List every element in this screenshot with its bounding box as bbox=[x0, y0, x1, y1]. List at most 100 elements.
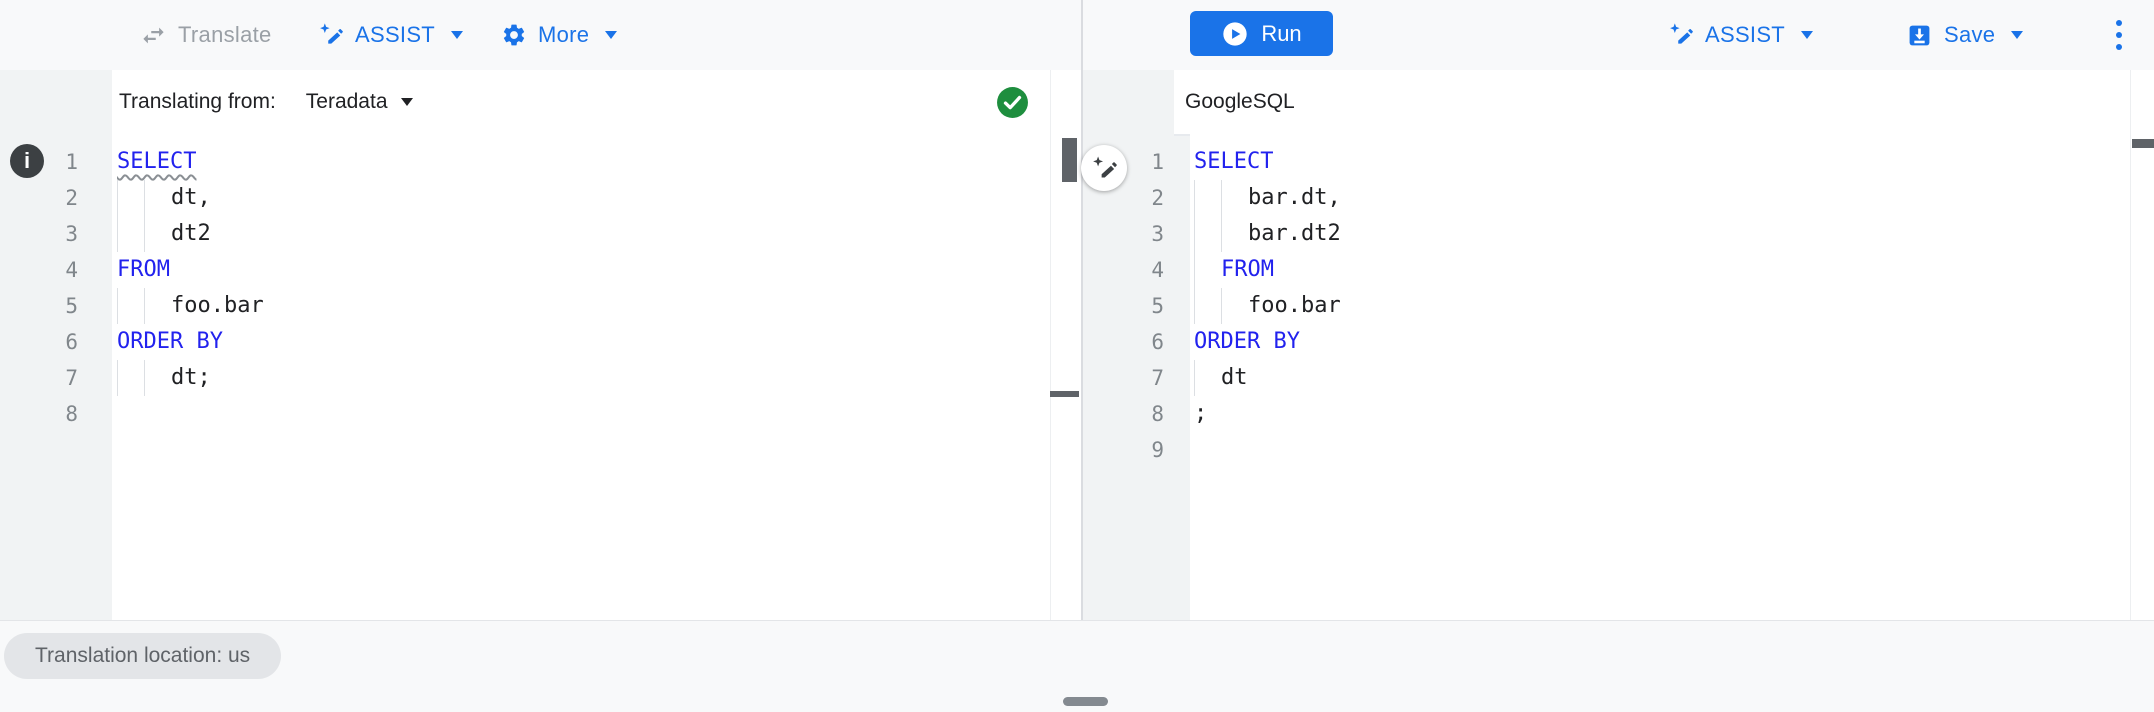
code-line[interactable]: ORDER BY bbox=[1194, 324, 2154, 360]
right-scrollbar-thumb[interactable] bbox=[2132, 139, 2154, 148]
save-menu[interactable]: Save bbox=[1906, 0, 2024, 70]
check-circle-icon bbox=[996, 86, 1029, 119]
assist-floating-button[interactable] bbox=[1081, 145, 1127, 191]
left-scroll-marker bbox=[1050, 391, 1079, 397]
pen-sparkle-icon bbox=[318, 22, 344, 48]
sql-text: bar.dt2 bbox=[1248, 221, 1341, 246]
chevron-down-icon bbox=[1801, 31, 1814, 39]
translate-button[interactable]: Translate bbox=[140, 0, 272, 70]
indent-guide bbox=[1221, 288, 1248, 324]
translating-from-label: Translating from: bbox=[119, 90, 276, 113]
code-line[interactable]: SELECT bbox=[1194, 144, 2154, 180]
line-number: 7 bbox=[1151, 366, 1164, 390]
right-scrollbar-track bbox=[2130, 70, 2131, 620]
code-line[interactable]: ; bbox=[1194, 396, 2154, 432]
chevron-down-icon bbox=[2011, 31, 2024, 39]
code-line[interactable] bbox=[1194, 432, 2154, 468]
code-line[interactable]: ORDER BY bbox=[117, 324, 1081, 360]
code-line[interactable]: foo.bar bbox=[1194, 288, 2154, 324]
code-line[interactable]: bar.dt, bbox=[1194, 180, 2154, 216]
indent-guide bbox=[144, 288, 171, 324]
googlesql-label: GoogleSQL bbox=[1185, 90, 1295, 113]
sql-keyword: FROM bbox=[117, 257, 170, 282]
save-download-icon bbox=[1906, 22, 1933, 49]
sql-text: dt; bbox=[171, 365, 211, 390]
translate-label: Translate bbox=[178, 22, 272, 47]
translation-location-label: Translation location: us bbox=[35, 644, 251, 667]
swap-arrows-icon bbox=[140, 22, 167, 49]
indent-guide bbox=[117, 288, 144, 324]
line-number: 2 bbox=[1151, 186, 1164, 210]
chevron-down-icon bbox=[451, 31, 464, 39]
indent-guide bbox=[1221, 216, 1248, 252]
indent-guide bbox=[1194, 288, 1221, 324]
indent-guide bbox=[144, 180, 171, 216]
sql-keyword: ORDER BY bbox=[117, 329, 223, 354]
assist-label: ASSIST bbox=[355, 22, 436, 47]
sql-keyword: SELECT bbox=[117, 149, 197, 174]
line-number: 9 bbox=[1151, 438, 1164, 462]
sql-text: dt bbox=[1221, 365, 1248, 390]
chevron-down-icon bbox=[400, 98, 413, 106]
vertical-dots-icon bbox=[2116, 20, 2122, 26]
left-scrollbar-track bbox=[1050, 70, 1051, 620]
assist-menu-right[interactable]: ASSIST bbox=[1668, 0, 1814, 70]
info-icon[interactable]: i bbox=[10, 144, 44, 178]
sql-keyword: ORDER BY bbox=[1194, 329, 1300, 354]
code-line[interactable]: dt2 bbox=[117, 216, 1081, 252]
code-line[interactable]: FROM bbox=[117, 252, 1081, 288]
line-number: 6 bbox=[1151, 330, 1164, 354]
save-label: Save bbox=[1944, 22, 1996, 47]
code-line[interactable]: SELECT bbox=[117, 144, 1081, 180]
sql-keyword: FROM bbox=[1221, 257, 1274, 282]
dialect-value: Teradata bbox=[305, 90, 388, 113]
play-circle-icon bbox=[1221, 20, 1249, 48]
code-line[interactable]: dt; bbox=[117, 360, 1081, 396]
code-line[interactable] bbox=[117, 396, 1081, 432]
sql-text: ; bbox=[1194, 401, 1208, 426]
left-scrollbar-thumb[interactable] bbox=[1062, 138, 1077, 182]
bottom-scrollbar-thumb[interactable] bbox=[1063, 697, 1108, 706]
line-number: 7 bbox=[65, 366, 78, 390]
sql-text: foo.bar bbox=[1248, 293, 1341, 318]
indent-guide bbox=[117, 180, 144, 216]
code-line[interactable]: bar.dt2 bbox=[1194, 216, 2154, 252]
code-line[interactable]: foo.bar bbox=[117, 288, 1081, 324]
run-label: Run bbox=[1261, 20, 1302, 46]
line-number: 3 bbox=[65, 222, 78, 246]
source-dialect-select[interactable]: Teradata bbox=[306, 90, 413, 114]
top-toolbar: Translate ASSIST More bbox=[0, 0, 2154, 72]
code-line[interactable]: dt, bbox=[117, 180, 1081, 216]
gear-icon bbox=[501, 22, 527, 48]
indent-guide bbox=[1194, 180, 1221, 216]
indent-guide bbox=[1221, 180, 1248, 216]
overflow-menu-button[interactable] bbox=[2106, 0, 2132, 70]
indent-guide bbox=[144, 216, 171, 252]
pane-bottom-border bbox=[0, 620, 2154, 621]
line-number: 8 bbox=[1151, 402, 1164, 426]
indent-guide bbox=[117, 216, 144, 252]
code-line[interactable]: FROM bbox=[1194, 252, 2154, 288]
left-pane-header: Translating from: Teradata bbox=[112, 70, 1081, 136]
indent-guide bbox=[1194, 360, 1221, 396]
indent-guide bbox=[117, 360, 144, 396]
indent-guide bbox=[144, 360, 171, 396]
line-number: 1 bbox=[65, 150, 78, 174]
pen-sparkle-icon bbox=[1091, 155, 1118, 182]
run-button[interactable]: Run bbox=[1190, 11, 1333, 56]
line-number: 4 bbox=[1151, 258, 1164, 282]
indent-guide bbox=[1194, 252, 1221, 288]
more-menu[interactable]: More bbox=[501, 0, 618, 70]
more-label: More bbox=[538, 22, 590, 47]
code-line[interactable]: dt bbox=[1194, 360, 2154, 396]
sql-keyword: SELECT bbox=[1194, 149, 1274, 174]
pen-sparkle-icon bbox=[1668, 22, 1694, 48]
line-number: 4 bbox=[65, 258, 78, 282]
pane-divider bbox=[1081, 0, 1083, 620]
assist-menu-left[interactable]: ASSIST bbox=[318, 0, 464, 70]
line-number: 1 bbox=[1151, 150, 1164, 174]
